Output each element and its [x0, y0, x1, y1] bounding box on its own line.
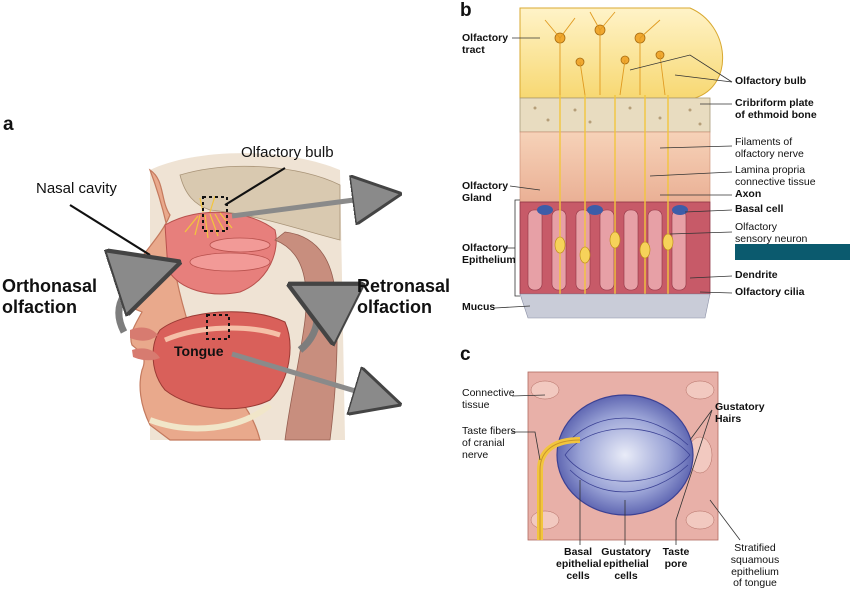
tongue-region-box — [206, 314, 230, 340]
label-gustatory-hairs: Gustatory Hairs — [715, 401, 765, 425]
label-cribriform-plate: Cribriform plate of ethmoid bone — [735, 97, 817, 121]
panel-a-letter: a — [3, 114, 14, 135]
label-lamina-propria: Lamina propria connective tissue — [735, 164, 816, 188]
redaction-bar — [735, 244, 850, 260]
olfactory-region-box — [202, 196, 228, 232]
label-dendrite: Dendrite — [735, 269, 778, 281]
label-taste-pore: Taste pore — [662, 546, 690, 570]
label-olfactory-cilia: Olfactory cilia — [735, 286, 805, 298]
label-stratified-squamous: Stratified squamous epithelium of tongue — [730, 542, 780, 590]
label-connective-tissue: Connective tissue — [462, 387, 515, 411]
label-taste-fibers: Taste fibers of cranial nerve — [462, 425, 516, 461]
panel-c-letter: c — [460, 344, 471, 365]
label-axon: Axon — [735, 188, 762, 200]
arrow-to-panel-b — [231, 195, 392, 216]
label-olfactory-sensory-neuron: Olfactory sensory neuron — [735, 221, 808, 245]
mucus-layer — [519, 293, 711, 319]
panel-b-illustration — [494, 7, 850, 319]
label-basal-epithelial-cells: Basal epithelial cells — [556, 546, 602, 582]
taste-bud — [556, 394, 694, 516]
label-olfactory-gland: Olfactory Gland — [462, 180, 509, 204]
label-mucus: Mucus — [462, 301, 496, 313]
label-retronasal: Retronasal olfaction — [357, 276, 451, 317]
label-olfactory-tract: Olfactory tract — [462, 32, 509, 56]
label-orthonasal: Orthonasal olfaction — [2, 276, 98, 317]
label-filaments: Filaments of olfactory nerve — [735, 136, 804, 160]
retronasal-arrow — [300, 290, 317, 353]
panel-b-letter: b — [460, 0, 472, 21]
orthonasal-arrow — [119, 266, 168, 334]
panel-a-illustration — [69, 153, 392, 441]
label-tongue: Tongue — [174, 343, 224, 359]
panel-c-illustration — [511, 371, 741, 545]
tongue-shape — [152, 311, 291, 410]
label-nasal-cavity: Nasal cavity — [36, 180, 117, 197]
label-basal-cell: Basal cell — [735, 203, 784, 215]
label-olfactory-bulb-a: Olfactory bulb — [241, 144, 334, 161]
label-olfactory-bulb-b: Olfactory bulb — [735, 75, 807, 87]
label-gustatory-epithelial-cells: Gustatory epithelial cells — [601, 546, 651, 582]
label-olfactory-epithelium: Olfactory Epithelium — [462, 242, 516, 266]
arrow-to-panel-c — [231, 351, 392, 402]
